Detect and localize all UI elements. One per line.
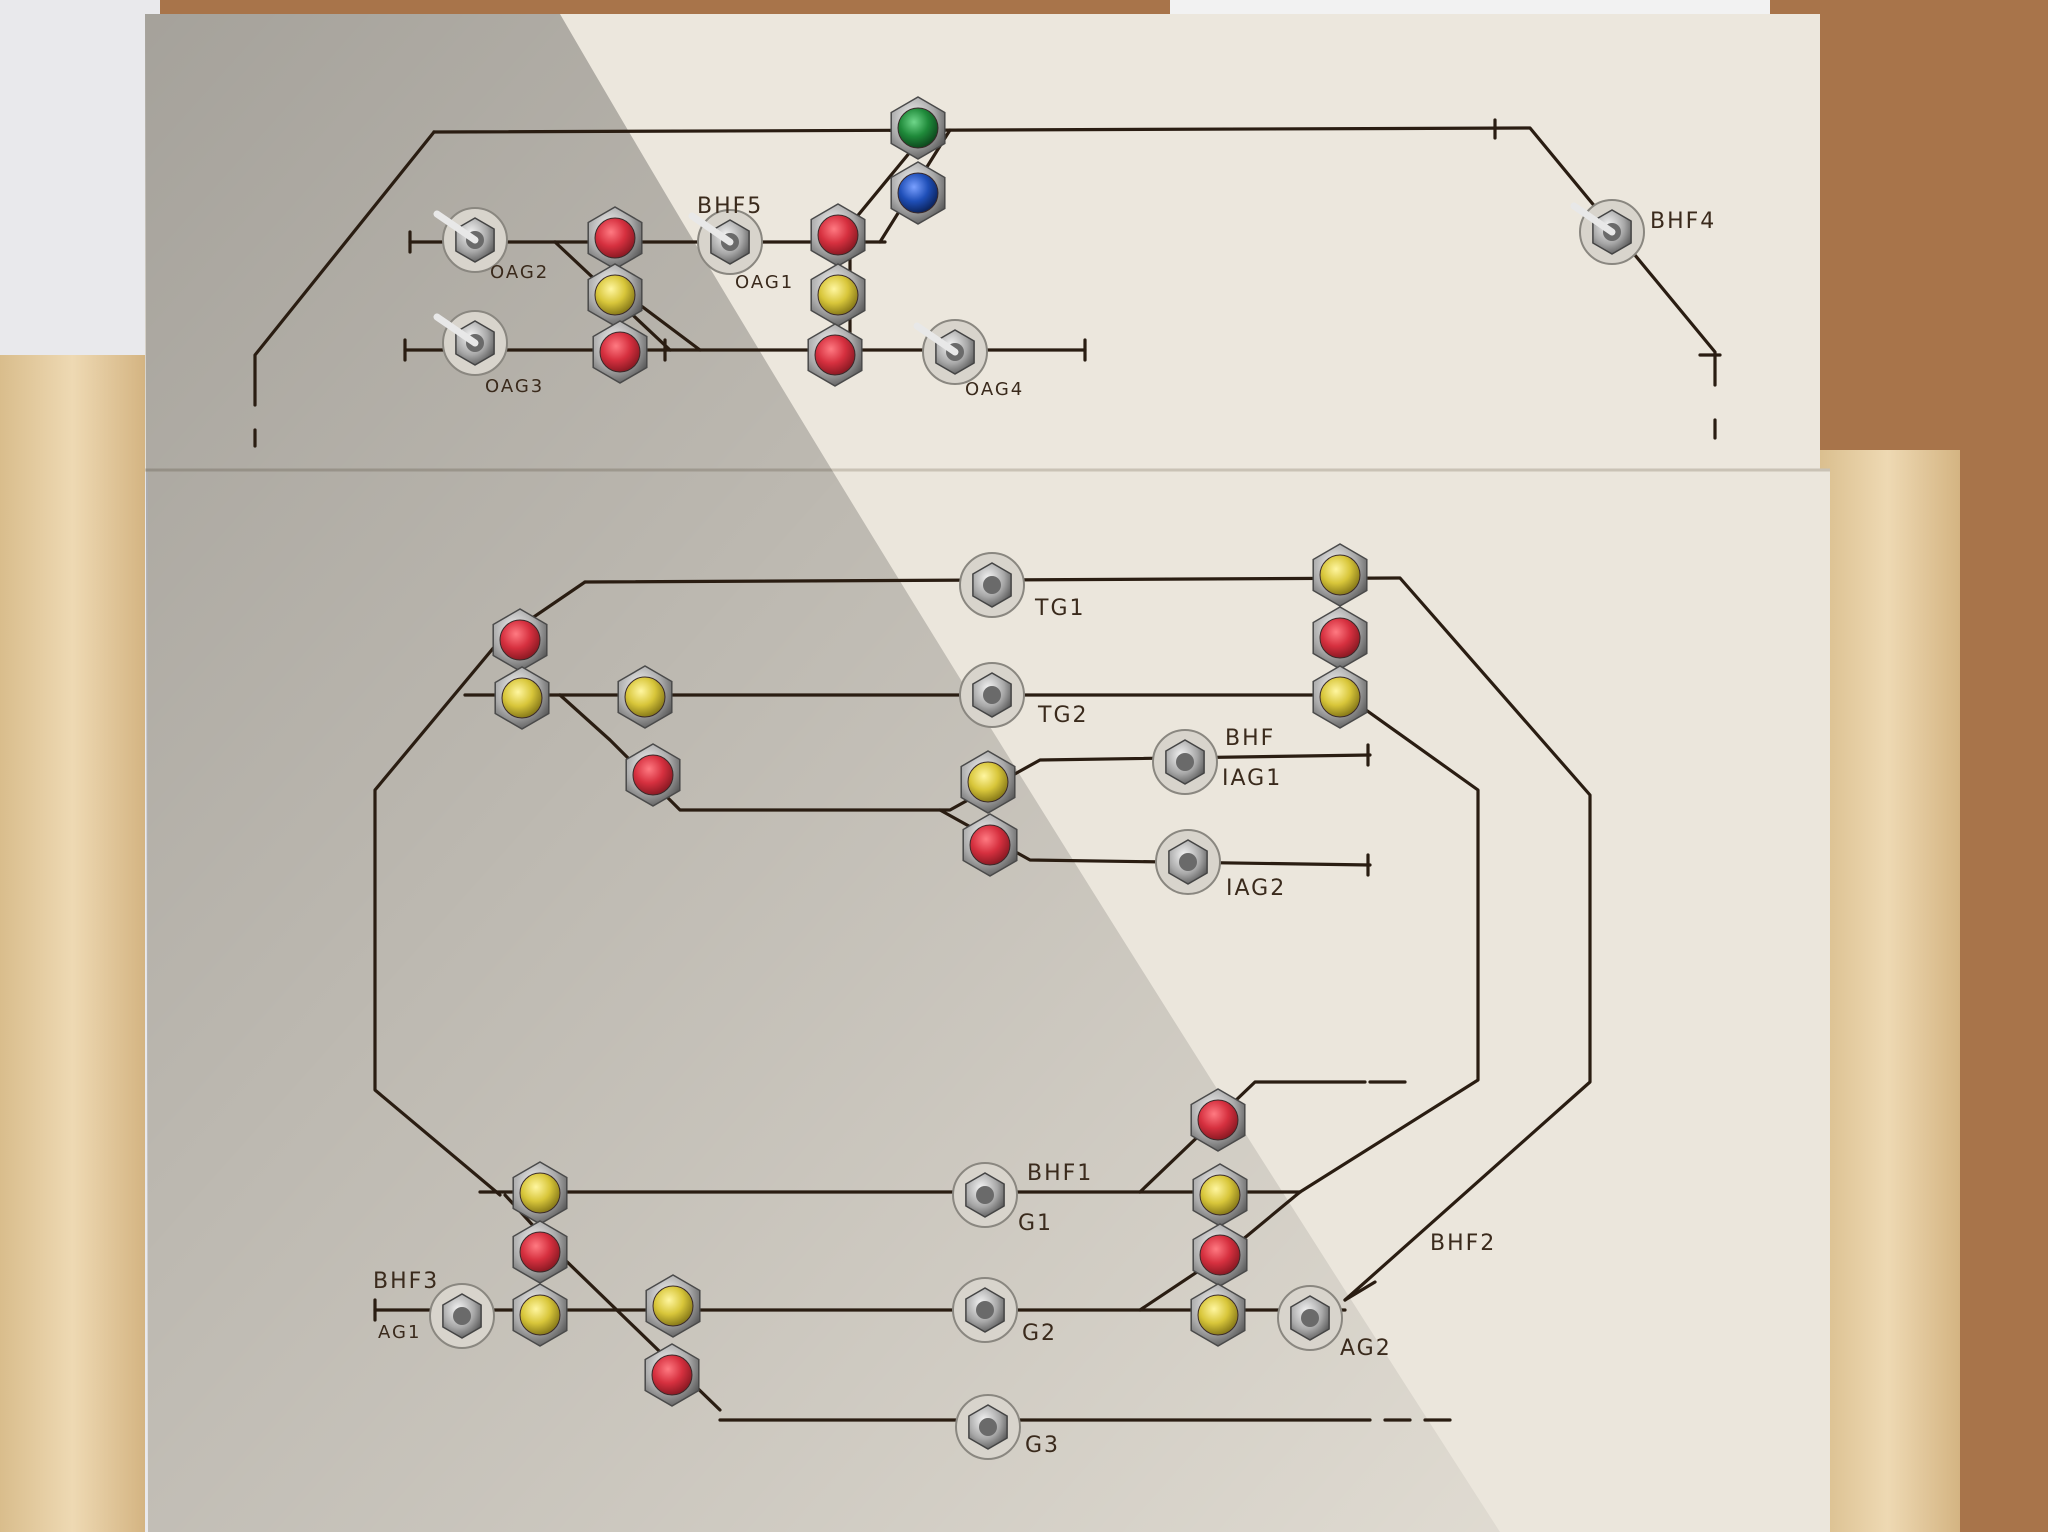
push-button-icon[interactable]	[592, 320, 648, 384]
cable-top	[1170, 0, 1770, 14]
toggle-switch-icon[interactable]	[429, 1283, 495, 1349]
push-button-icon[interactable]	[1190, 1088, 1246, 1152]
toggle-switch-icon[interactable]	[959, 662, 1025, 728]
push-button-icon[interactable]	[810, 203, 866, 267]
toggle-switch-icon[interactable]	[433, 310, 508, 376]
push-button-icon[interactable]	[587, 263, 643, 327]
push-button-icon[interactable]	[645, 1274, 701, 1338]
push-button-icon[interactable]	[512, 1220, 568, 1284]
toggle-switch-icon[interactable]	[433, 207, 508, 273]
push-button-icon[interactable]	[625, 743, 681, 807]
label-g3: G3	[1025, 1433, 1060, 1458]
upper-labels: BHF5 BHF4 OAG2 OAG1 OAG3 OAG4	[485, 194, 1716, 400]
label-tg1: TG1	[1034, 596, 1085, 621]
push-button-icon[interactable]	[1312, 606, 1368, 670]
push-button-icon[interactable]	[587, 206, 643, 270]
push-button-icon[interactable]	[960, 750, 1016, 814]
toggle-switch-icon[interactable]	[955, 1394, 1021, 1460]
toggle-switch-icon[interactable]	[688, 209, 763, 275]
label-bhf1: BHF1	[1027, 1161, 1093, 1186]
lower-track-diagram	[373, 576, 1592, 1422]
label-bhf4: BHF4	[1650, 209, 1716, 234]
toggle-switch-icon[interactable]	[1152, 729, 1218, 795]
push-button-icon[interactable]	[962, 813, 1018, 877]
label-oag1: OAG1	[735, 272, 794, 293]
label-oag4: OAG4	[965, 379, 1024, 400]
label-oag3: OAG3	[485, 376, 544, 397]
push-button-icon[interactable]	[1312, 543, 1368, 607]
toggle-switch-icon[interactable]	[1277, 1285, 1343, 1351]
label-g2: G2	[1022, 1321, 1057, 1346]
lower-labels: TG1 TG2 BHF IAG1 IAG2 BHF1 G1 BHF2 BHF3 …	[373, 596, 1496, 1458]
toggle-switch-icon[interactable]	[913, 319, 988, 385]
shadow	[145, 14, 1500, 1532]
toggle-switch-icon[interactable]	[952, 1277, 1018, 1343]
push-button-icon[interactable]	[890, 96, 946, 160]
push-button-icon[interactable]	[617, 665, 673, 729]
toggle-switches	[429, 199, 1645, 1460]
label-bhf5: BHF5	[697, 194, 763, 219]
label-bhf3: BHF3	[373, 1269, 439, 1294]
push-button-icon[interactable]	[890, 161, 946, 225]
toggle-switch-icon[interactable]	[1570, 199, 1645, 265]
toggle-switch-icon[interactable]	[952, 1162, 1018, 1228]
push-button-icon[interactable]	[1312, 665, 1368, 729]
label-bhf2: BHF2	[1430, 1231, 1496, 1256]
wood-block-left	[0, 355, 145, 1532]
toggle-switch-icon[interactable]	[959, 552, 1025, 618]
label-oag2: OAG2	[490, 262, 549, 283]
label-iag2: IAG2	[1226, 876, 1286, 901]
label-tg2: TG2	[1037, 703, 1088, 728]
label-bhf: BHF	[1225, 726, 1275, 751]
wood-block-right	[1815, 450, 1960, 1532]
push-button-icon[interactable]	[512, 1283, 568, 1347]
push-buttons	[492, 96, 1368, 1407]
label-iag1: IAG1	[1222, 766, 1282, 791]
push-button-icon[interactable]	[1192, 1223, 1248, 1287]
push-button-icon[interactable]	[644, 1343, 700, 1407]
toggle-switch-icon[interactable]	[1155, 829, 1221, 895]
label-g1: G1	[1018, 1211, 1053, 1236]
label-ag1: AG1	[378, 1322, 421, 1343]
push-button-icon[interactable]	[494, 666, 550, 730]
push-button-icon[interactable]	[1190, 1283, 1246, 1347]
push-button-icon[interactable]	[807, 323, 863, 387]
label-ag2: AG2	[1340, 1336, 1392, 1361]
push-button-icon[interactable]	[1192, 1163, 1248, 1227]
